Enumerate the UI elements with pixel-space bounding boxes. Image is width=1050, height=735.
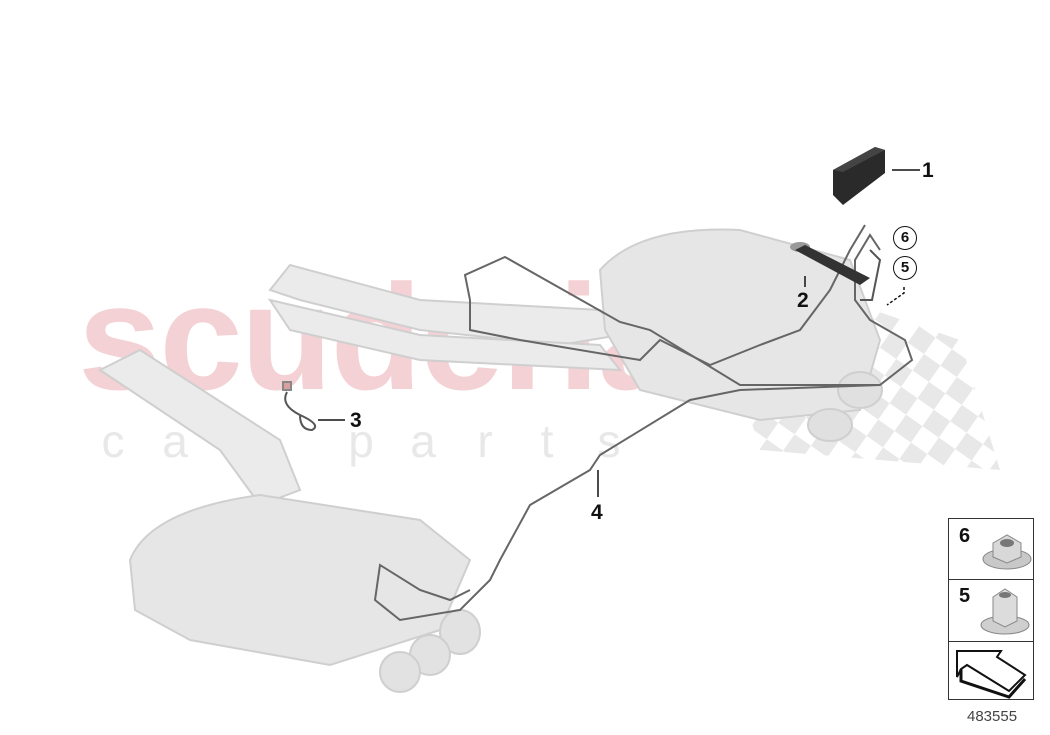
callout-2[interactable]: 2 xyxy=(797,289,809,312)
control-unit-icon xyxy=(833,147,885,205)
wiring-line xyxy=(373,224,914,622)
legend-number: 6 xyxy=(959,525,971,547)
callout-6-circled[interactable]: 6 xyxy=(893,226,917,250)
legend-row-arrow xyxy=(949,641,1033,699)
callout-4[interactable]: 4 xyxy=(591,501,603,524)
callout-3[interactable]: 3 xyxy=(350,409,362,432)
hardware-legend: 6 5 xyxy=(948,518,1034,700)
direction-arrow-icon xyxy=(956,650,1027,699)
legend-row-6[interactable]: 6 xyxy=(949,519,1033,580)
collar-nut-icon xyxy=(980,588,1030,635)
bracket-icon xyxy=(790,242,882,301)
callout-5-circled[interactable]: 5 xyxy=(893,256,917,280)
flange-nut-icon xyxy=(982,534,1032,570)
legend-number: 5 xyxy=(959,585,971,607)
diagram-id: 483555 xyxy=(967,708,1018,725)
sensor-icon xyxy=(282,381,316,432)
legend-row-5[interactable]: 5 xyxy=(949,579,1033,642)
callout-1[interactable]: 1 xyxy=(922,159,934,182)
watermark-subtitle: carparts xyxy=(101,415,621,467)
